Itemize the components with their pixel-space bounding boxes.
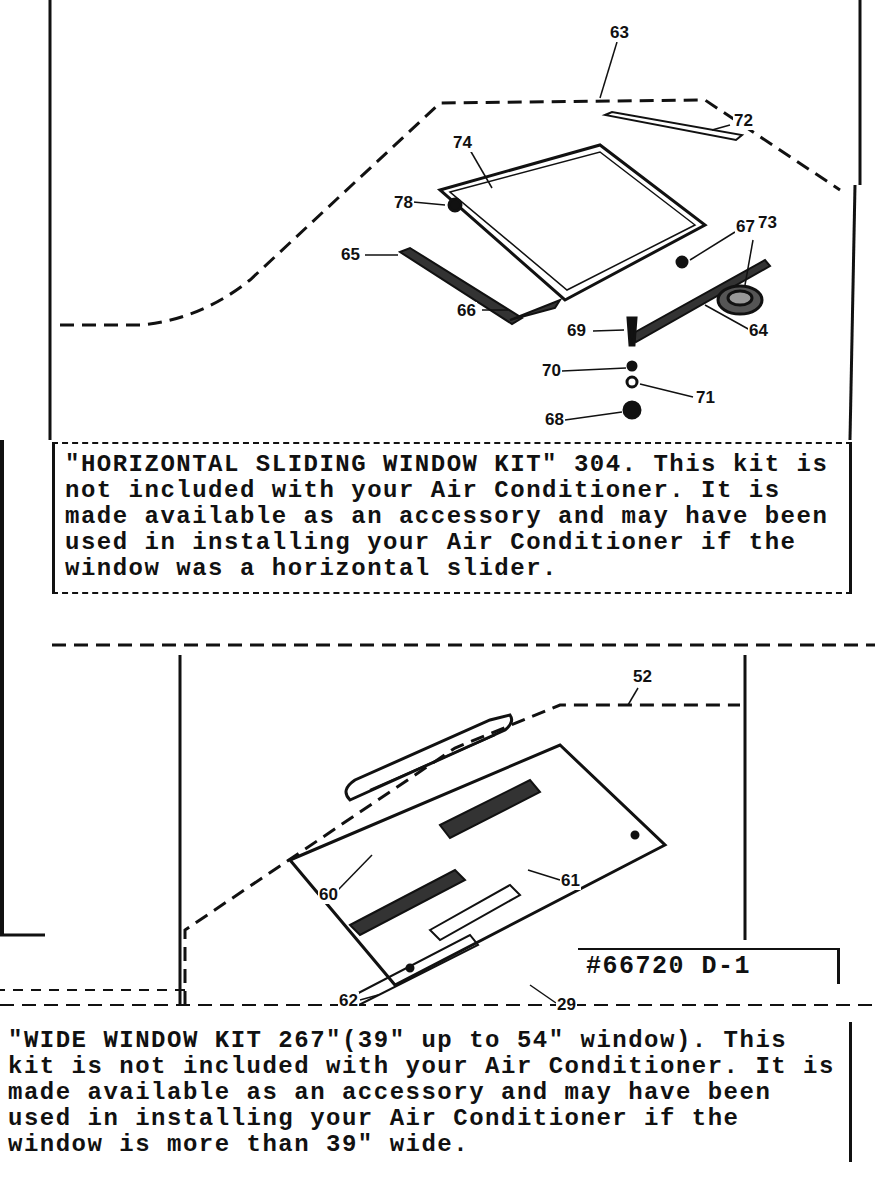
callout-number: 66: [456, 302, 477, 320]
callout-number: 29: [556, 996, 577, 1014]
callout-number: 62: [338, 992, 359, 1010]
callout-number: 65: [340, 246, 361, 264]
caption-text: "HORIZONTAL SLIDING WINDOW KIT" 304. Thi…: [65, 452, 839, 582]
callout-number: 70: [541, 362, 562, 380]
caption-box: "WIDE WINDOW KIT 267"(39" up to 54" wind…: [0, 1022, 852, 1162]
caption-text: "WIDE WINDOW KIT 267"(39" up to 54" wind…: [8, 1028, 841, 1158]
callout-number: 78: [393, 194, 414, 212]
callout-number: 67: [735, 218, 756, 236]
callout-number: 61: [560, 872, 581, 890]
callout-number: 73: [757, 214, 778, 232]
callout-number: 60: [318, 886, 339, 904]
callout-number: 74: [452, 134, 473, 152]
drawing-number-box: #66720 D-1: [578, 948, 840, 984]
callout-number: 72: [733, 112, 754, 130]
drawing-number: #66720 D-1: [586, 954, 829, 980]
caption-box: "HORIZONTAL SLIDING WINDOW KIT" 304. Thi…: [52, 442, 852, 594]
callout-number: 52: [632, 668, 653, 686]
callout-number: 64: [748, 322, 769, 340]
callout-number: 63: [609, 24, 630, 42]
callout-number: 71: [695, 389, 716, 407]
callout-number: 68: [544, 411, 565, 429]
callout-number: 69: [566, 322, 587, 340]
